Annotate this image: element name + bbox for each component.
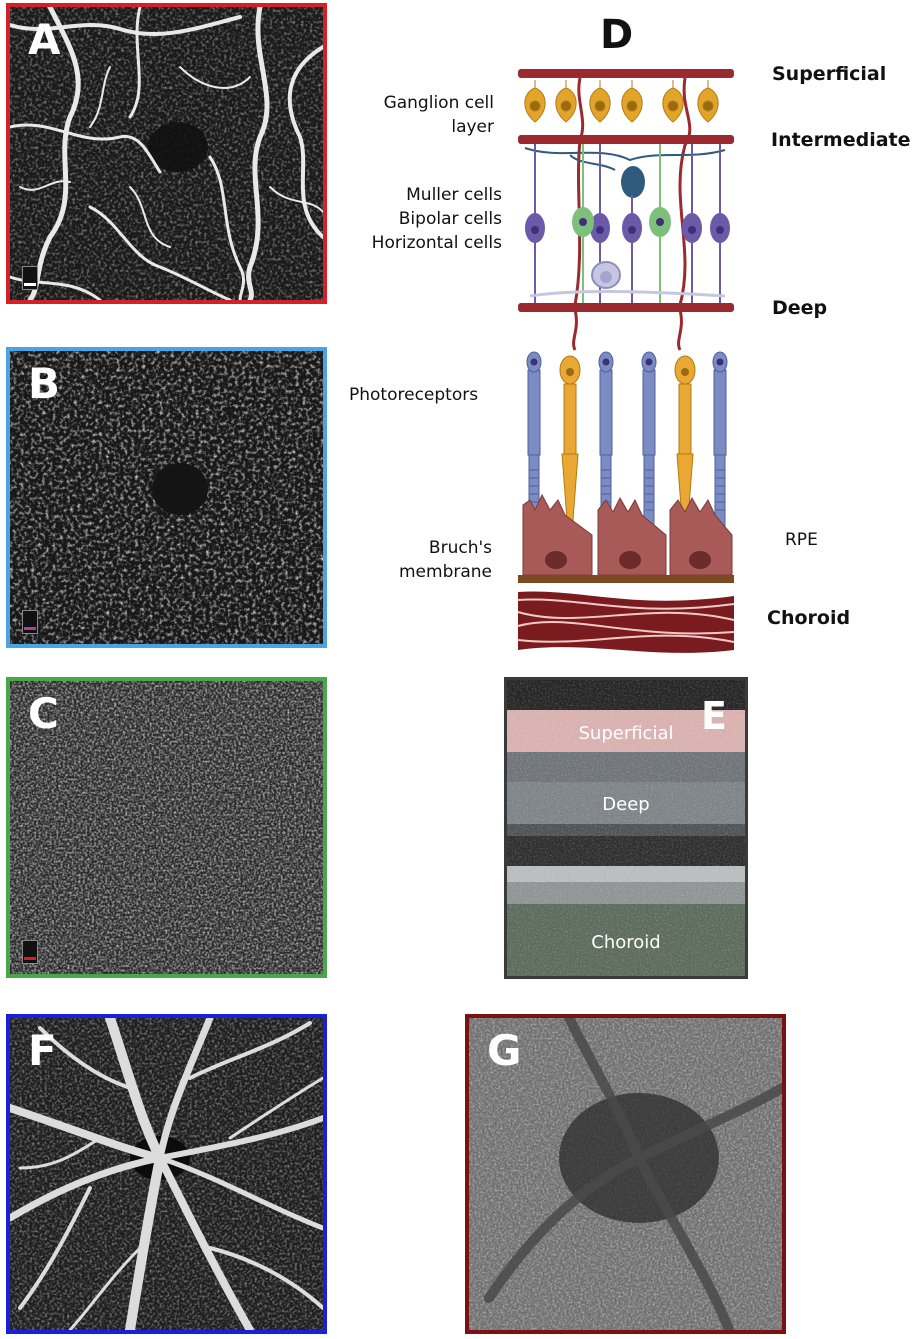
ganglion-cell-layer-label: Ganglion cell layer <box>330 91 494 139</box>
panel-g-optic-disc-choroid: G <box>465 1014 786 1334</box>
bruchs-label-line-1: Bruch's <box>428 538 492 558</box>
cone <box>674 355 696 521</box>
panel-e-label: E <box>701 694 727 738</box>
oct-bscan-layers <box>507 680 745 976</box>
bruchs-membrane-label: Bruch's membrane <box>330 536 492 584</box>
optic-disc-vessels <box>10 1018 323 1330</box>
superficial-plexus-bar <box>518 69 734 78</box>
intermediate-plexus-bar <box>518 135 734 144</box>
e-deep-label: Deep <box>602 794 650 815</box>
choriocapillaris-texture <box>10 681 323 974</box>
panel-b-scale-indicator <box>22 610 38 634</box>
panel-e-oct-cross-section: E Superficial Deep Choroid <box>504 677 748 979</box>
bruchs-membrane-bar <box>518 575 734 583</box>
panel-c-choriocapillaris-angiogram: C <box>6 677 327 978</box>
photoreceptors-label: Photoreceptors <box>349 385 479 405</box>
rod <box>712 351 728 531</box>
ganglion-cell <box>697 80 719 123</box>
bipolar-cells-label: Bipolar cells <box>398 209 502 229</box>
e-superficial-label: Superficial <box>578 723 674 744</box>
bruchs-label-line-2: membrane <box>398 562 492 582</box>
layer-deep-label: Deep <box>772 297 828 319</box>
panel-b-label: B <box>28 359 61 408</box>
rpe-cells <box>522 493 733 576</box>
panel-d-retina-schematic: D <box>330 0 922 665</box>
ganglion-label-line-2: layer <box>451 117 494 137</box>
bipolar-muller-cells <box>525 144 730 303</box>
muller-cell-body-dark <box>621 166 645 198</box>
ganglion-cells <box>524 80 719 123</box>
panel-c-scale-indicator <box>22 940 38 964</box>
horizontal-vessel-network <box>524 147 726 171</box>
superficial-vessel-network <box>10 7 323 300</box>
plexus-lines <box>518 69 734 312</box>
layer-choroid-label: Choroid <box>767 607 851 629</box>
deep-plexus-bar <box>518 303 734 312</box>
panel-c-label: C <box>28 689 59 738</box>
panel-a-superficial-angiogram: A <box>6 3 327 304</box>
panel-d-label: D <box>600 12 634 58</box>
panel-f-optic-disc-angiogram: F <box>6 1014 327 1334</box>
cone <box>559 355 581 521</box>
panel-f-label: F <box>28 1026 57 1075</box>
horizontal-cells-label: Horizontal cells <box>371 233 502 253</box>
panel-a-scale-indicator <box>22 266 38 290</box>
panel-a-label: A <box>28 15 61 64</box>
rod <box>598 351 614 531</box>
ganglion-cell <box>524 80 546 123</box>
e-choroid-label: Choroid <box>591 932 661 953</box>
panel-b-deep-angiogram: B <box>6 347 327 648</box>
deep-capillary-network <box>10 351 323 644</box>
ganglion-cell <box>662 80 684 123</box>
panel-g-label: G <box>487 1026 522 1075</box>
layer-intermediate-label: Intermediate <box>771 129 911 151</box>
ganglion-cell <box>621 80 643 123</box>
retina-layer-illustration <box>517 69 735 653</box>
horizontal-cell <box>529 261 726 298</box>
rpe-label: RPE <box>785 530 818 550</box>
muller-cells-label: Muller cells <box>406 185 502 205</box>
rod <box>641 351 657 531</box>
optic-disc-texture <box>469 1018 782 1330</box>
layer-superficial-label: Superficial <box>772 63 887 85</box>
ganglion-label-line-1: Ganglion cell <box>383 93 494 113</box>
cell-types-label: Muller cells Bipolar cells Horizontal ce… <box>330 183 502 255</box>
ganglion-cell <box>589 80 611 123</box>
ganglion-cell <box>555 80 577 123</box>
choroid-vessels <box>517 591 735 653</box>
